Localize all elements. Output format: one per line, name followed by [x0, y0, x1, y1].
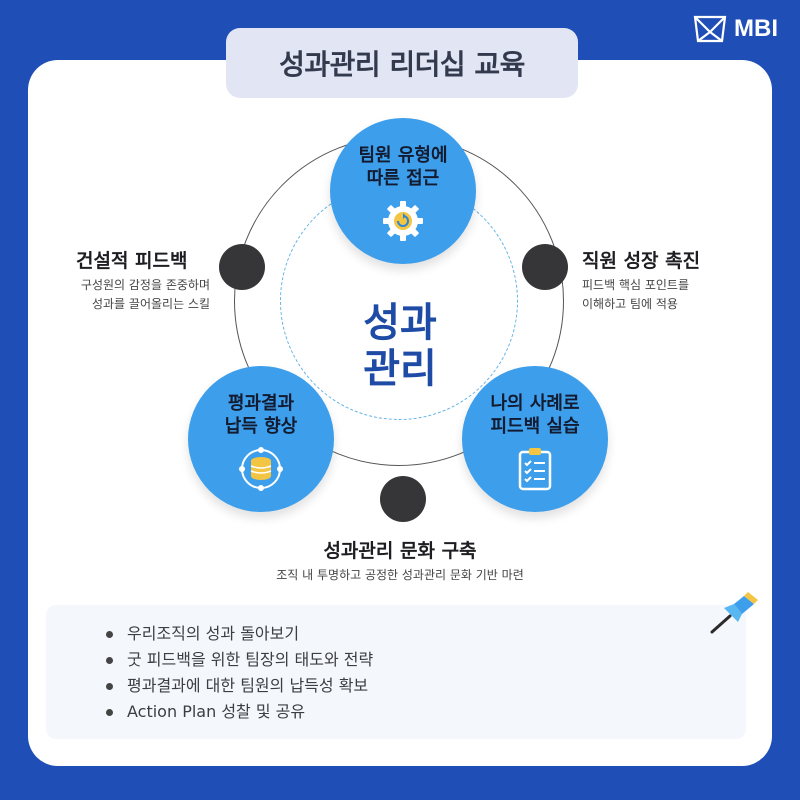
point-bottom-desc: 조직 내 투명하고 공정한 성과관리 문화 기반 마련: [276, 568, 524, 582]
point-left-title: 건설적 피드백: [76, 250, 188, 272]
point-left-desc: 구성원의 감정을 존중하며 성과를 끌어올리는 스킬: [80, 278, 210, 311]
bullet-icon: [106, 630, 113, 638]
center-line-2: 관리: [363, 346, 437, 392]
pushpin-icon: [708, 592, 760, 640]
list-item: 우리조직의 성과 돌아보기: [106, 621, 373, 647]
connector-dot-right: [522, 244, 568, 290]
bubble-top: 팀원 유형에 따른 접근: [330, 118, 476, 264]
curriculum-box: 우리조직의 성과 돌아보기 굿 피드백을 위한 팀장의 태도와 전략 평과결과에…: [46, 605, 746, 739]
bullet-icon: [106, 682, 113, 690]
point-right-desc: 피드백 핵심 포인트를 이해하고 팀에 적용: [582, 278, 689, 311]
bullet-icon: [106, 656, 113, 664]
center-label: 성과 관리: [320, 300, 480, 392]
logo-text: MBI: [734, 15, 778, 42]
list-item: 평과결과에 대한 팀원의 납득성 확보: [106, 673, 373, 699]
bubble-right: 나의 사례로 피드백 실습: [462, 366, 608, 512]
point-right-title: 직원 성장 촉진: [582, 250, 701, 272]
curriculum-list: 우리조직의 성과 돌아보기 굿 피드백을 위한 팀장의 태도와 전략 평과결과에…: [106, 621, 373, 725]
bubble-top-label: 팀원 유형에 따른 접근: [358, 145, 448, 189]
database-cycle-icon: [238, 446, 284, 498]
brand-logo: MBI: [692, 14, 778, 44]
point-bottom-title: 성과관리 문화 구축: [323, 540, 477, 562]
bubble-left-label: 평과결과 납득 향상: [224, 393, 298, 437]
bullet-icon: [106, 708, 113, 716]
center-line-1: 성과: [363, 300, 437, 346]
connector-dot-left: [219, 244, 265, 290]
bubble-left: 평과결과 납득 향상: [188, 366, 334, 512]
page-title: 성과관리 리더십 교육: [226, 28, 578, 98]
connector-dot-bottom: [380, 476, 426, 522]
list-item: 굿 피드백을 위한 팀장의 태도와 전략: [106, 647, 373, 673]
gear-icon: [380, 198, 426, 250]
bubble-right-label: 나의 사례로 피드백 실습: [490, 393, 580, 437]
checklist-icon: [512, 446, 558, 498]
list-item: Action Plan 성찰 및 공유: [106, 699, 373, 725]
mbi-logo-icon: [693, 15, 727, 43]
